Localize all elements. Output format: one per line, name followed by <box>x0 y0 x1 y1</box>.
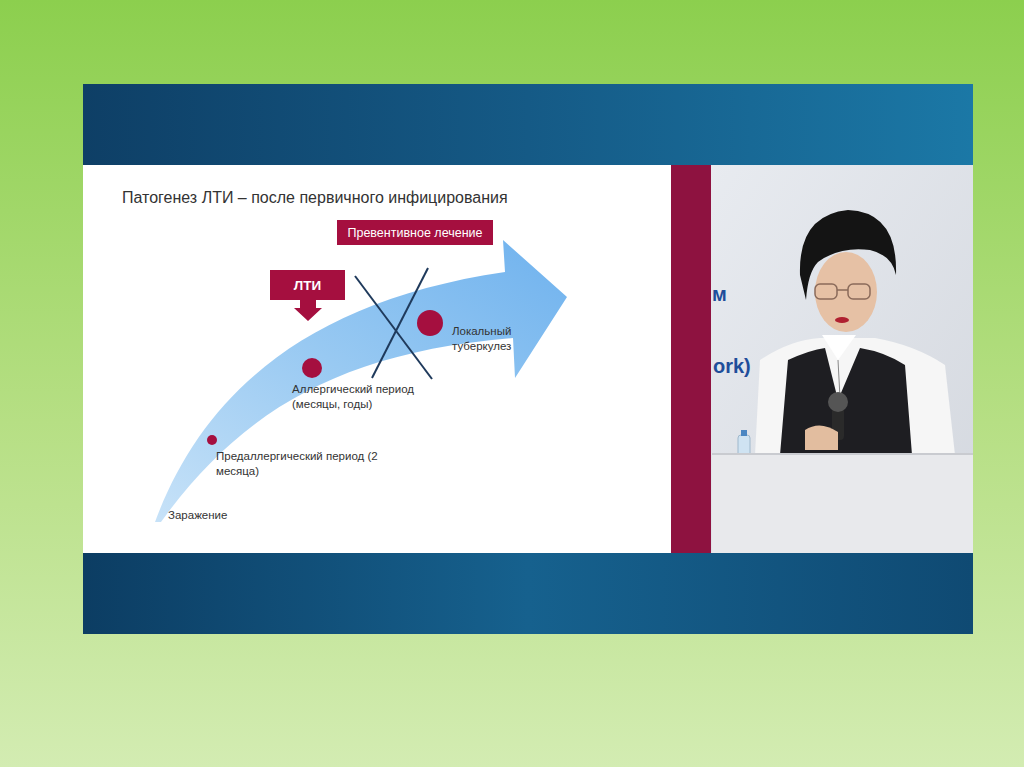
start-label: Заражение <box>168 509 227 521</box>
period-dot <box>207 435 217 445</box>
period-marker: Локальный туберкулез <box>452 324 540 354</box>
pointer-arrow <box>294 300 322 321</box>
label-box: ЛТИ <box>270 270 345 300</box>
bottom-band <box>83 552 973 634</box>
timeline-arrow <box>155 240 567 522</box>
period-text: Аллергический период (месяцы, годы) <box>292 382 432 412</box>
video-panel <box>83 84 973 634</box>
podium-edge <box>712 453 973 455</box>
speaker-photo <box>711 165 973 553</box>
banner-fragment: ork) <box>713 355 751 378</box>
slide <box>83 165 671 553</box>
box-text: Превентивное лечение <box>347 226 482 240</box>
period-marker: Аллергический период (месяцы, годы) <box>292 382 432 412</box>
period-text: Предаллергический период (2 месяца) <box>216 449 406 479</box>
period-dot <box>302 358 322 378</box>
slide-title: Патогенез ЛТИ – после первичного инфицир… <box>122 189 508 207</box>
box-text: ЛТИ <box>294 278 321 293</box>
label-box: Превентивное лечение <box>337 220 493 245</box>
period-text: Локальный туберкулез <box>452 324 540 354</box>
banner-fragment: м <box>712 283 727 306</box>
period-dot <box>417 310 443 336</box>
speaker <box>738 210 955 457</box>
top-band <box>83 84 973 166</box>
slide-stripe <box>671 165 711 553</box>
period-marker: Предаллергический период (2 месяца) <box>216 449 406 479</box>
podium <box>712 453 973 553</box>
